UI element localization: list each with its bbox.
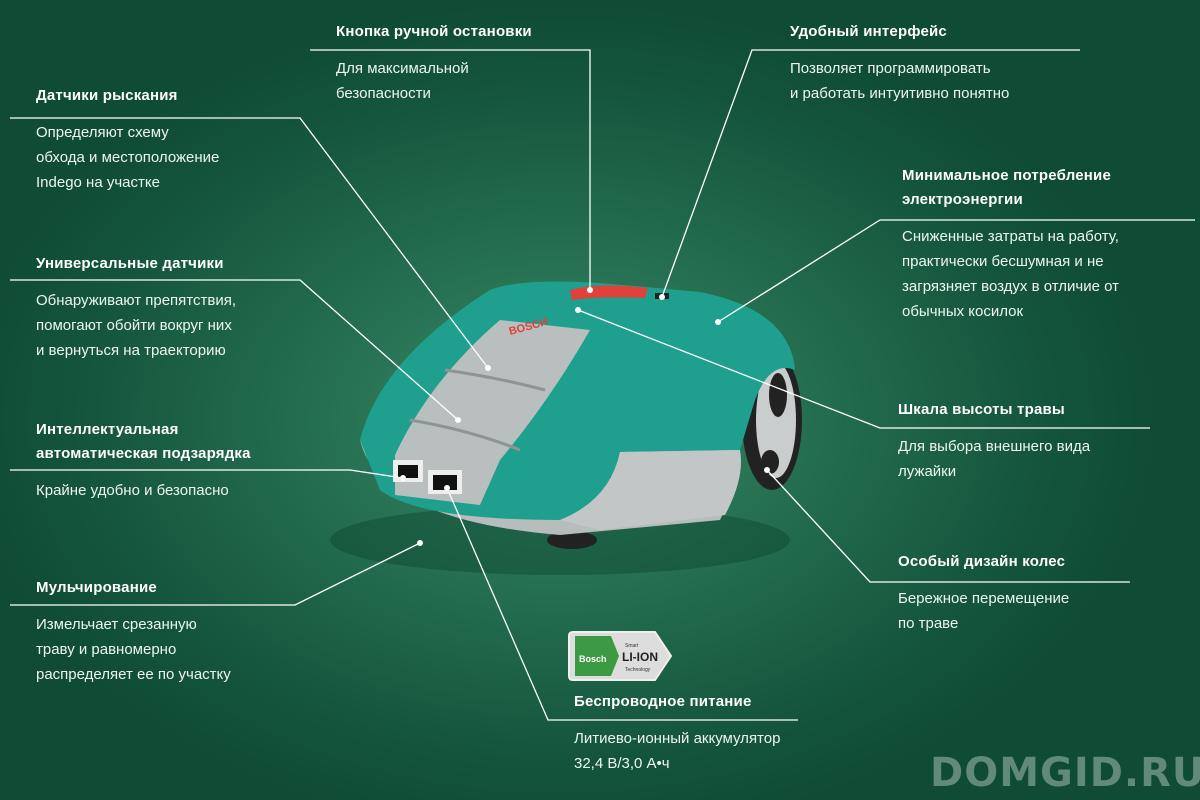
feature-title: Шкала высоты травы — [898, 401, 1065, 418]
feature-title: Кнопка ручной остановки — [336, 23, 532, 40]
feature-low-energy: Минимальное потребление электроэнергии С… — [902, 164, 1119, 324]
svg-text:LI-ION: LI-ION — [622, 650, 658, 664]
feature-universal-sensors: Универсальные датчики Обнаруживают препя… — [36, 252, 236, 363]
feature-title: электроэнергии — [902, 191, 1023, 208]
feature-title: Минимальное потребление — [902, 167, 1112, 184]
feature-interface: Удобный интерфейс Позволяет программиров… — [790, 20, 1009, 106]
feature-desc: Сниженные затраты на работу,практически … — [902, 228, 1120, 320]
feature-title: Особый дизайн колес — [898, 553, 1066, 570]
svg-text:Technology: Technology — [625, 667, 651, 673]
feature-title: Датчики рыскания — [36, 87, 178, 104]
feature-desc: Обнаруживают препятствия,помогают обойти… — [36, 292, 237, 359]
feature-title: Беспроводное питание — [574, 693, 752, 710]
feature-auto-charging: Интеллектуальная автоматическая подзаряд… — [36, 418, 251, 503]
watermark: DOMGID.RU — [930, 750, 1200, 796]
svg-text:Bosch: Bosch — [579, 654, 607, 664]
svg-text:Smart: Smart — [625, 643, 639, 649]
feature-title: Интеллектуальная — [36, 421, 179, 438]
feature-title: Универсальные датчики — [36, 255, 224, 272]
feature-title: Мульчирование — [36, 579, 157, 596]
feature-stop-button: Кнопка ручной остановки Для максимальной… — [336, 20, 532, 106]
feature-title: автоматическая подзарядка — [36, 445, 251, 462]
feature-title: Удобный интерфейс — [790, 23, 947, 40]
feature-wheels: Особый дизайн колес Бережное перемещение… — [898, 550, 1069, 636]
feature-desc: Крайне удобно и безопасно — [36, 482, 229, 499]
feature-cordless-power: Беспроводное питание Литиево-ионный акку… — [574, 690, 780, 776]
li-ion-logo: Bosch LI-ION Technology Smart — [568, 631, 673, 681]
feature-grass-height: Шкала высоты травы Для выбора внешнего в… — [898, 398, 1090, 484]
